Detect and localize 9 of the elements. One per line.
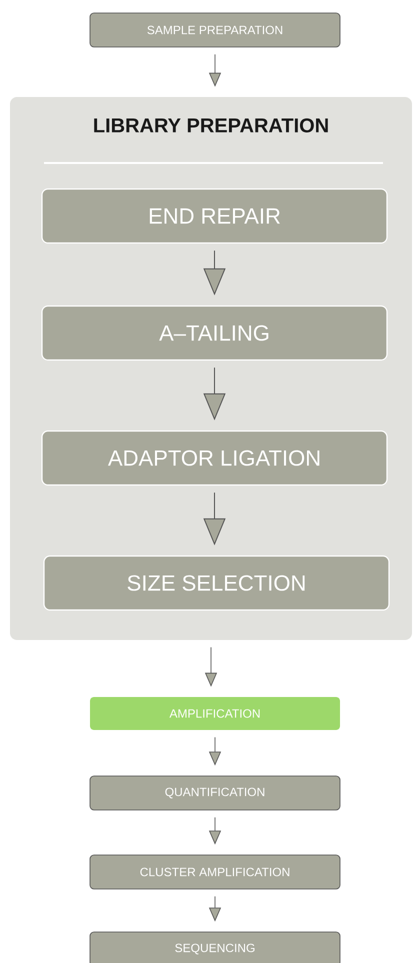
process-box: SEQUENCING xyxy=(90,932,340,963)
process-box: CLUSTER AMPLIFICATION xyxy=(90,854,340,890)
process-box: QUANTIFICATION xyxy=(90,776,340,810)
process-box: SAMPLE PREPARATION xyxy=(90,12,340,48)
process-box: SIZE SELECTION xyxy=(43,555,390,611)
process-box: A–TAILING xyxy=(41,305,388,361)
process-box: ADAPTOR LIGATION xyxy=(41,430,388,486)
process-box: END REPAIR xyxy=(41,188,388,244)
process-box: AMPLIFICATION xyxy=(90,697,340,730)
